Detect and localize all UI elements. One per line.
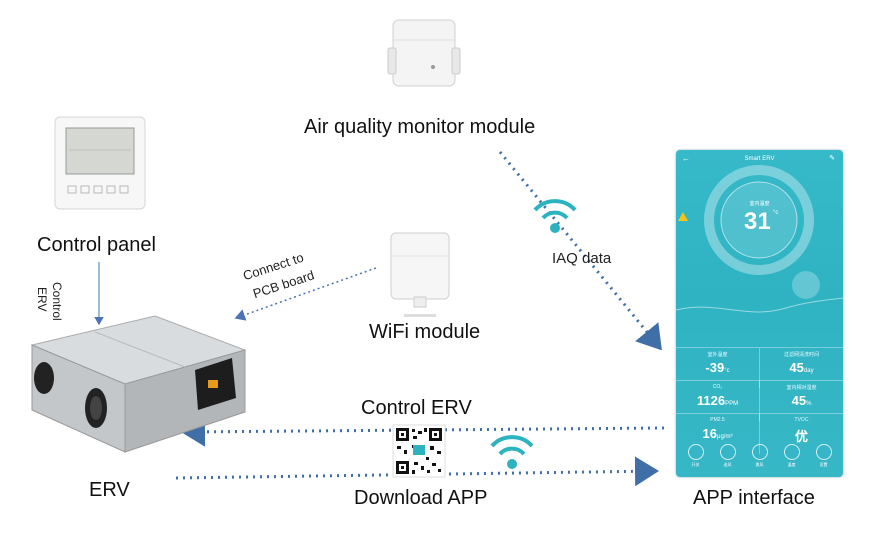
- app-nav-item[interactable]: 送风: [714, 444, 741, 468]
- erv-label: ERV: [89, 479, 130, 501]
- app-nav-item[interactable]: 换风: [746, 444, 773, 468]
- control-erv-label: Control ERV: [361, 397, 472, 419]
- app-cell-value: 16μg/m³: [702, 426, 733, 441]
- wifi-icon-download: [490, 435, 534, 469]
- nav-label: 设置: [819, 462, 828, 467]
- app-cell-value: 优: [794, 429, 808, 444]
- app-data-cell: 过滤网清洗时间 45day: [760, 347, 843, 388]
- app-nav-item[interactable]: 设置: [810, 444, 837, 468]
- app-cell-value: -39°c: [705, 360, 730, 375]
- app-cell-key: PM2.5: [710, 417, 725, 423]
- app-cell-value: 45day: [789, 360, 814, 375]
- app-cell-key: CO₂: [712, 384, 723, 390]
- app-nav-item[interactable]: 开关: [682, 444, 709, 468]
- app-data-cell: TVOC 优: [760, 413, 843, 454]
- wifi-icon-iaq: [533, 199, 577, 233]
- app-data-cell: CO₂ 1126PPM: [676, 380, 760, 421]
- download-app-arrow: [175, 456, 659, 487]
- iaq-data-label: IAQ data: [552, 250, 612, 267]
- app-title: Smart ERV: [744, 156, 775, 162]
- nav-label: 换风: [755, 462, 764, 467]
- app-data-cell: 室内相对湿度 45%: [760, 380, 843, 421]
- air-quality-module-label: Air quality monitor module: [304, 116, 536, 138]
- air-quality-monitor-image: [387, 19, 461, 87]
- app-nav-item[interactable]: 温度: [778, 444, 805, 468]
- indoor-temp-unit: °c: [773, 210, 779, 216]
- app-screenshot: ← Smart ERV ✎ 室内温度 31 °c 室外温度 -39°c 过滤网清洗时…: [676, 150, 843, 477]
- wifi-module-image: [390, 232, 450, 317]
- qr-code-image: [392, 424, 446, 478]
- nav-circle-icon: [815, 444, 832, 460]
- control-erv-side-label-1: Control: [50, 282, 64, 321]
- nav-circle-icon: [751, 444, 768, 460]
- control-panel-image: [54, 116, 146, 210]
- wifi-module-label: WiFi module: [369, 321, 481, 343]
- nav-circle-icon: [783, 444, 800, 460]
- indoor-temp-value: 31: [744, 208, 771, 235]
- app-cell-value: 45%: [791, 393, 812, 408]
- app-cell-key: 室内相对湿度: [786, 385, 817, 391]
- app-data-cell: PM2.5 16μg/m³: [676, 413, 760, 454]
- app-cell-key: 室外温度: [707, 352, 728, 358]
- app-cell-key: 过滤网清洗时间: [783, 352, 819, 358]
- nav-label: 开关: [691, 462, 700, 467]
- control-panel-label: Control panel: [37, 234, 156, 256]
- erv-unit-image: [30, 315, 247, 453]
- nav-label: 送风: [723, 462, 732, 467]
- control-erv-arrow: [181, 416, 665, 447]
- nav-circle-icon: [719, 444, 736, 460]
- nav-circle-icon: [687, 444, 704, 460]
- download-app-label: Download APP: [354, 487, 488, 509]
- app-cell-value: 1126PPM: [696, 393, 739, 408]
- edit-icon[interactable]: ✎: [829, 155, 835, 162]
- app-interface-label: APP interface: [693, 487, 815, 509]
- app-cell-key: TVOC: [794, 417, 809, 423]
- control-erv-side-label-2: ERV: [35, 287, 49, 312]
- nav-label: 温度: [787, 462, 796, 467]
- iaq-arrow: [498, 151, 662, 351]
- app-data-cell: 室外温度 -39°c: [676, 347, 760, 388]
- temp-gauge: [676, 165, 843, 313]
- indoor-temp-label: 室内温度: [749, 201, 770, 207]
- back-arrow-icon[interactable]: ←: [682, 154, 690, 163]
